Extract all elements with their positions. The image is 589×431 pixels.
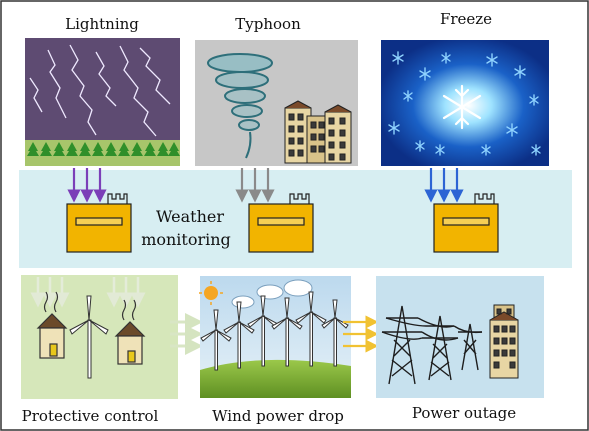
tornado-icon [207,53,273,159]
wind-panel [199,276,351,398]
wind-to-outage-arrows [343,315,379,353]
lightning-panel [25,38,180,166]
protective-panel [21,275,178,399]
weather-label-line2: monitoring [141,230,231,249]
substation-house-icon [36,291,68,359]
lightning-label: Lightning [65,15,139,33]
apartment-building-icon [489,304,519,379]
typhoon-label: Typhoon [235,15,301,33]
typhoon-arrows [235,168,275,203]
wind-turbine-icon [200,291,349,371]
protective-to-wind-arrows [170,313,203,355]
outage-label: Power outage [412,404,516,422]
cloud-icon [231,279,313,309]
substation-house-icon [114,299,146,365]
lightning-bolt-icon [29,44,171,137]
tree-row [27,142,180,156]
typhoon-panel [195,40,358,166]
outage-panel [376,276,544,398]
lightning-arrows [67,168,107,203]
protective-label: Protective control [22,407,159,425]
sun-icon [199,281,223,305]
freeze-panel [381,40,549,166]
wind-label: Wind power drop [212,407,344,425]
freeze-label: Freeze [440,10,492,28]
apartment-building-icon [284,100,352,164]
monitoring-device-icon [433,193,499,253]
transmission-tower-icon [381,305,483,385]
freeze-arrows [424,168,464,203]
wind-turbine-icon [69,295,109,379]
snowflake-icon [442,84,482,130]
monitoring-device-icon [248,193,314,253]
monitoring-device-icon [66,193,132,253]
weather-label-line1: Weather [156,207,224,226]
